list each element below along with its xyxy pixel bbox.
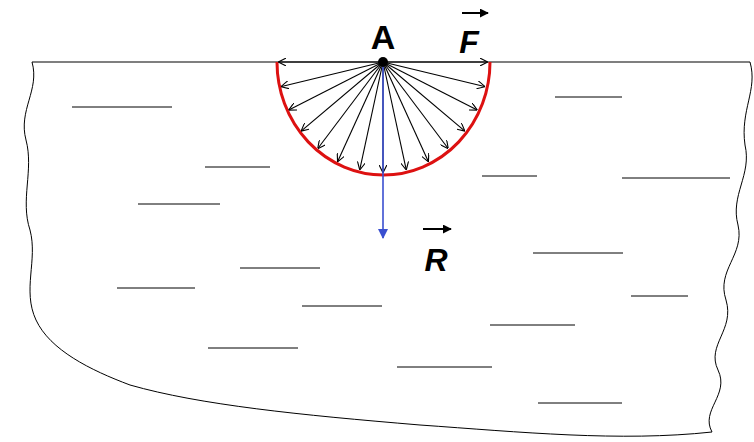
vector-sign [423, 228, 451, 230]
force-ray [338, 62, 383, 161]
force-ray [383, 62, 477, 110]
liquid-surface [32, 61, 750, 62]
force-ray [282, 62, 383, 87]
force-ray [279, 61, 383, 62]
water-dashes [72, 97, 730, 403]
force-ray [289, 62, 383, 110]
vector-label: R [424, 244, 447, 276]
point-label: A [371, 20, 396, 54]
vector-label: F [459, 26, 479, 58]
force-ray [383, 61, 487, 62]
point-a [378, 57, 388, 67]
vector-sign [462, 12, 488, 14]
force-ray [383, 62, 406, 169]
resultant-arrow [382, 62, 384, 238]
liquid-outline [24, 62, 752, 436]
force-ray [383, 62, 428, 161]
